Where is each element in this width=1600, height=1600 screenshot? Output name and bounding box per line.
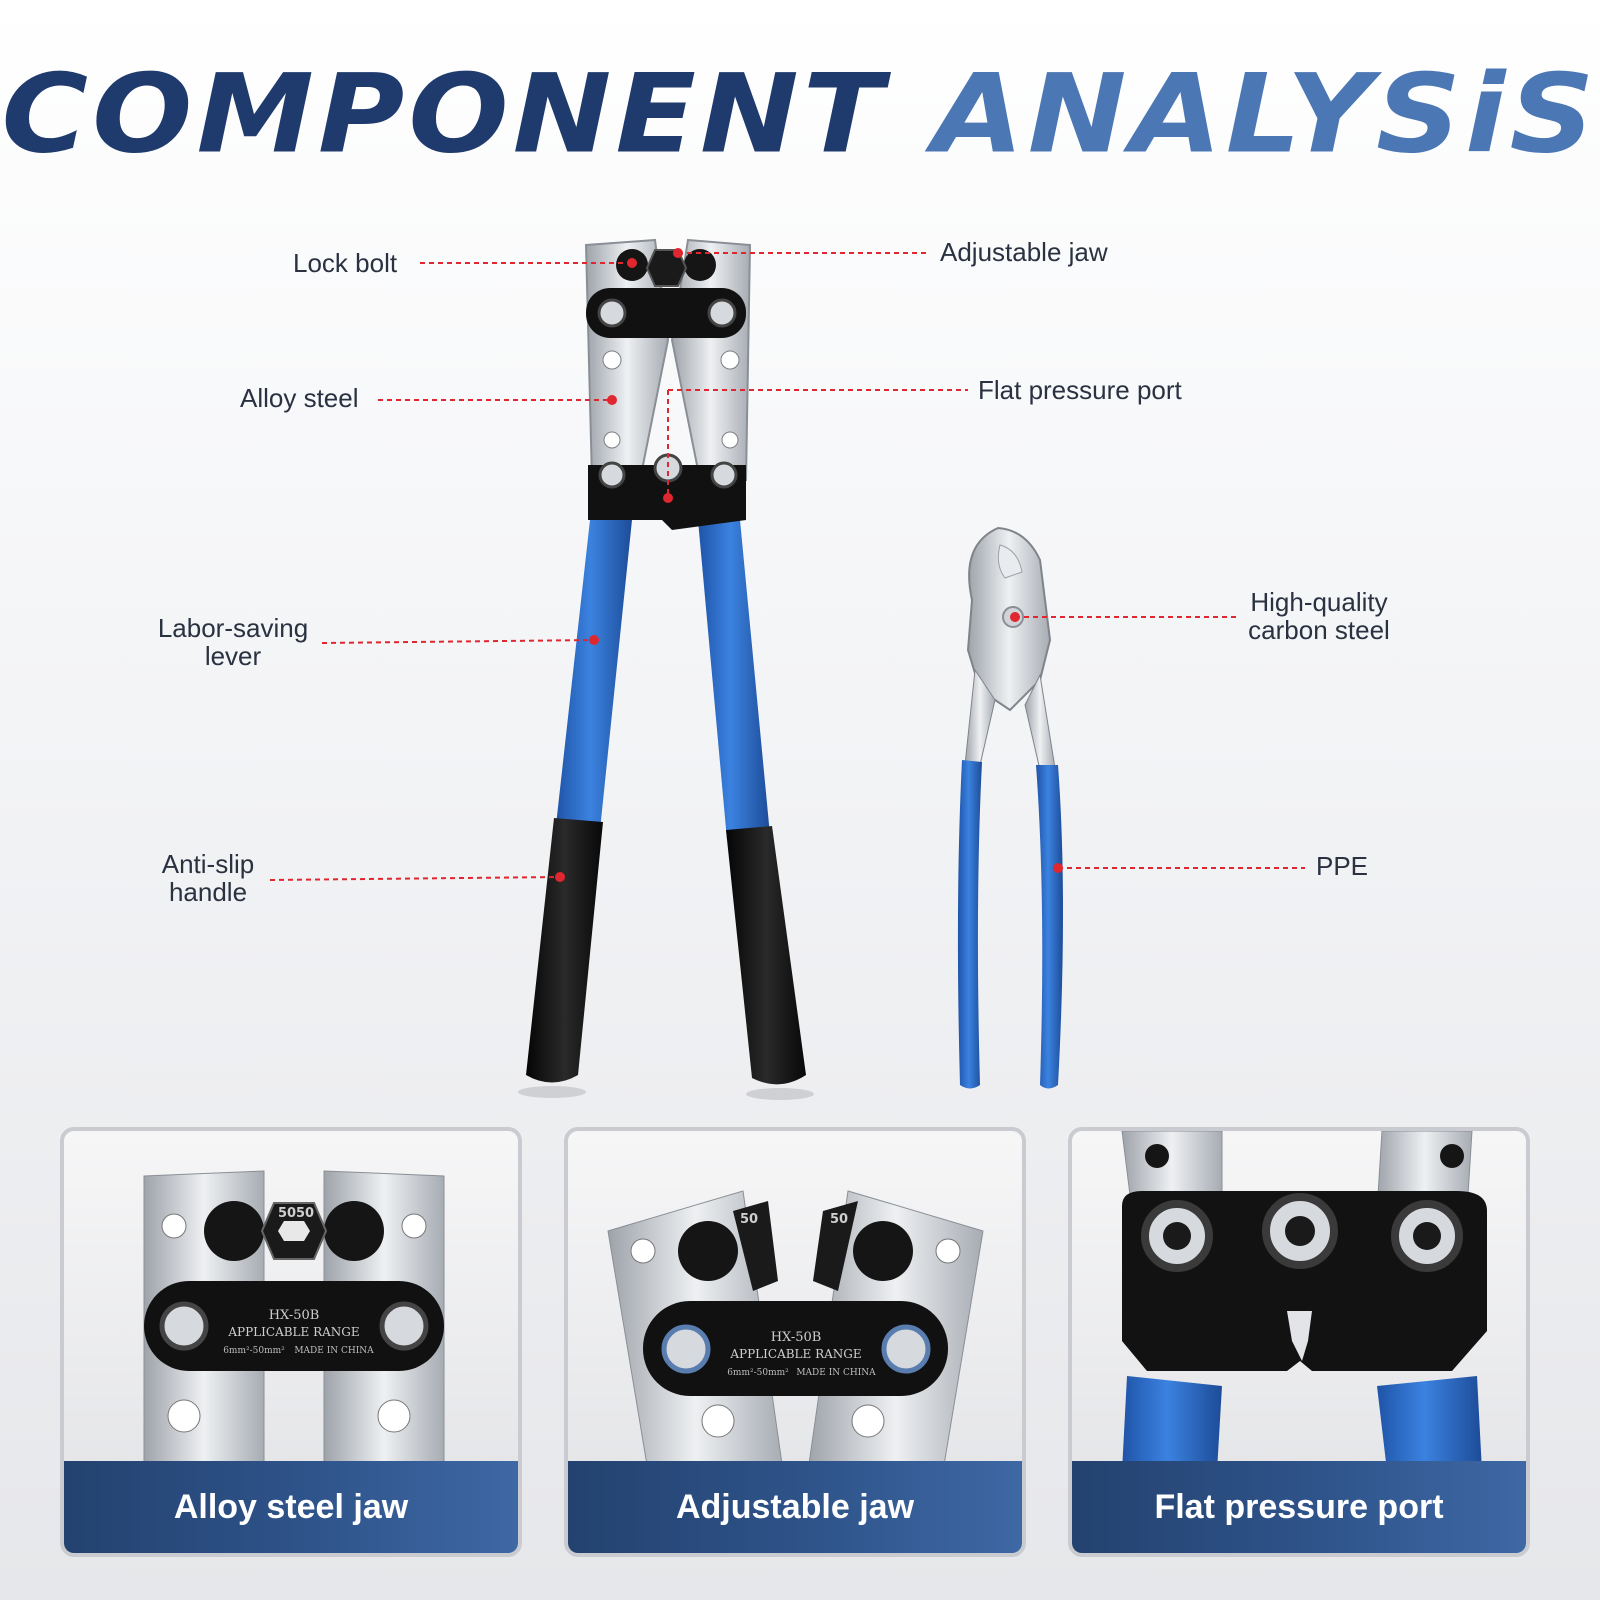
callout-labor-saving-line1: Labor-saving — [157, 613, 309, 643]
callout-anti-slip-line1: Anti-slip — [161, 849, 255, 879]
callout-carbon-line2: carbon steel — [1248, 615, 1390, 645]
card1-die-max: 50 — [278, 1206, 296, 1221]
callout-labor-saving-line2: lever — [204, 641, 262, 671]
callout-lines — [269, 252, 1305, 881]
card1-plate-range-value: 6mm²-50mm² — [223, 1346, 285, 1356]
callout-high-quality-carbon-steel: High-quality carbon steel — [1236, 588, 1402, 644]
callout-anti-slip-line2: handle — [168, 877, 248, 907]
lock-bolt-right — [684, 249, 716, 281]
card-flat-pressure-port: Flat pressure port — [1068, 1127, 1530, 1557]
card2-plate-range: APPLICABLE RANGE — [729, 1347, 861, 1361]
card-alloy-steel-jaw-image: 50 50 HX-50B APPLICABLE RANGE 6mm²-50mm²… — [143, 1170, 445, 1472]
crimper-left-grip — [526, 818, 603, 1083]
card2-plate-made-in: MADE IN CHINA — [796, 1368, 876, 1378]
card-alloy-steel-jaw-caption-bar: Alloy steel jaw — [64, 1461, 518, 1553]
callout-ppe: PPE — [1316, 851, 1369, 881]
title-word-component: COMPONENT — [1, 50, 888, 178]
cable-cutter — [957, 526, 1063, 1089]
card2-die-right: 50 — [830, 1212, 848, 1227]
callout-carbon-line1: High-quality — [1250, 587, 1388, 617]
card-alloy-steel-jaw: 50 50 HX-50B APPLICABLE RANGE 6mm²-50mm²… — [60, 1127, 522, 1557]
card1-die-max-2: 50 — [296, 1206, 314, 1221]
cutter-right-handle — [1036, 765, 1063, 1089]
card-adjustable-jaw-caption-bar: Adjustable jaw — [568, 1461, 1022, 1553]
callout-adjustable-jaw: Adjustable jaw — [940, 237, 1108, 267]
card1-plate-model: HX-50B — [269, 1308, 320, 1323]
callout-anti-slip-handle: Anti-slip handle — [148, 850, 268, 906]
card1-plate-made-in: MADE IN CHINA — [294, 1346, 374, 1356]
page-title: COMPONENT ANALYSiS — [0, 60, 1600, 169]
card-adjustable-jaw-image: 50 50 HX-50B APPLICABLE RANGE 6mm²-50mm²… — [607, 1190, 984, 1472]
crimper-tool — [518, 238, 814, 1100]
callout-dots — [555, 248, 1063, 882]
card2-plate-model: HX-50B — [771, 1330, 822, 1345]
crimper-left-lever — [556, 520, 632, 830]
callout-lock-bolt: Lock bolt — [293, 248, 398, 278]
card-flat-pressure-port-image — [1121, 1131, 1487, 1471]
crimper-info-plate — [586, 288, 746, 338]
tool-illustration — [269, 238, 1305, 1100]
card2-die-left: 50 — [740, 1212, 758, 1227]
cutter-left-handle — [957, 760, 982, 1089]
callout-alloy-steel: Alloy steel — [240, 383, 359, 413]
card-flat-pressure-port-label: Flat pressure port — [1154, 1487, 1444, 1526]
callout-labor-saving-lever: Labor-saving lever — [150, 614, 316, 670]
crimper-right-grip — [726, 826, 806, 1085]
card-adjustable-jaw: 50 50 HX-50B APPLICABLE RANGE 6mm²-50mm²… — [564, 1127, 1026, 1557]
card-flat-pressure-port-caption-bar: Flat pressure port — [1072, 1461, 1526, 1553]
callout-flat-pressure-port: Flat pressure port — [978, 375, 1182, 405]
card1-plate-range: APPLICABLE RANGE — [227, 1325, 359, 1339]
title-word-analysis: ANALYSiS — [932, 50, 1599, 178]
card-alloy-steel-jaw-label: Alloy steel jaw — [173, 1487, 409, 1526]
crimper-right-lever — [698, 520, 770, 840]
card2-plate-range-value: 6mm²-50mm² — [727, 1368, 789, 1378]
card-adjustable-jaw-label: Adjustable jaw — [675, 1487, 915, 1526]
